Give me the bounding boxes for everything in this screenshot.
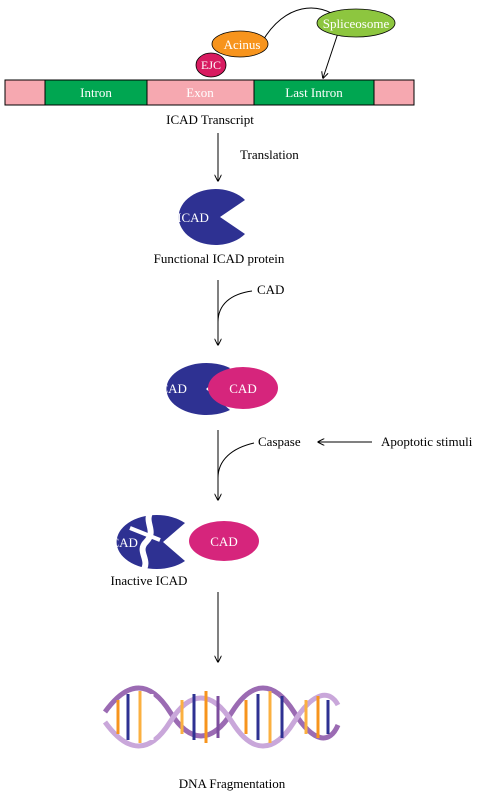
apoptotic-stimuli-label: Apoptotic stimuli: [381, 434, 473, 449]
dna-helix-image: [102, 685, 341, 749]
spliceosome-to-transcript-arrow: [323, 32, 339, 78]
icad-pacman: [178, 189, 245, 246]
acinus-label: Acinus: [224, 37, 261, 52]
icad-cad-complex: ICAD CAD: [155, 363, 278, 415]
transcript-exon-left: [4, 79, 46, 106]
cad-free-label: CAD: [210, 534, 237, 549]
transcript-intron: [44, 79, 148, 106]
ejc-label: EJC: [201, 58, 221, 72]
cad-bound-label: CAD: [229, 381, 256, 396]
splicing-complex: Acinus EJC Spliceosome: [195, 7, 396, 78]
functional-icad: ICAD Functional ICAD protein: [154, 189, 285, 266]
cad-input-label: CAD: [257, 282, 284, 297]
cad-input-curve: [217, 290, 253, 323]
transcript-last-intron: [253, 79, 375, 106]
icad-bound-label: ICAD: [155, 381, 187, 396]
inactive-icad-label: Inactive ICAD: [111, 573, 188, 588]
cleavage-mark: [139, 508, 155, 574]
intron-label: Intron: [80, 85, 112, 100]
transcript-label: ICAD Transcript: [166, 112, 254, 127]
last-intron-label: Last Intron: [285, 85, 343, 100]
exon-label: Exon: [186, 85, 214, 100]
ejc-circle: [195, 52, 227, 78]
dna-base-pairs: [116, 691, 330, 743]
cleavage-mark-2: [129, 526, 161, 542]
transcript-exon-right: [373, 79, 415, 106]
inactive-icad: ICAD Inactive ICAD: [106, 508, 188, 588]
acinus-ellipse: [211, 30, 269, 58]
caspase-input-curve: [217, 442, 255, 479]
icad-cleaved-label: ICAD: [106, 535, 138, 550]
icad-pacman-bound: [166, 363, 230, 415]
cad-free-ellipse: [189, 521, 259, 561]
dna-strand-1: [102, 685, 341, 741]
icad-label: ICAD: [177, 210, 209, 225]
spliceosome-label: Spliceosome: [323, 16, 390, 31]
transcript-exon: [146, 79, 255, 106]
caspase-label: Caspase: [258, 434, 301, 449]
translation-label: Translation: [240, 147, 299, 162]
dna-fragmentation-label: DNA Fragmentation: [179, 776, 286, 791]
icad-transcript: Intron Exon Last Intron ICAD Transcript: [4, 79, 415, 127]
dna-strand-2: [102, 692, 341, 749]
cad-bound-ellipse: [208, 367, 278, 409]
spliceosome-ellipse: [316, 8, 396, 38]
functional-icad-label: Functional ICAD protein: [154, 251, 285, 266]
